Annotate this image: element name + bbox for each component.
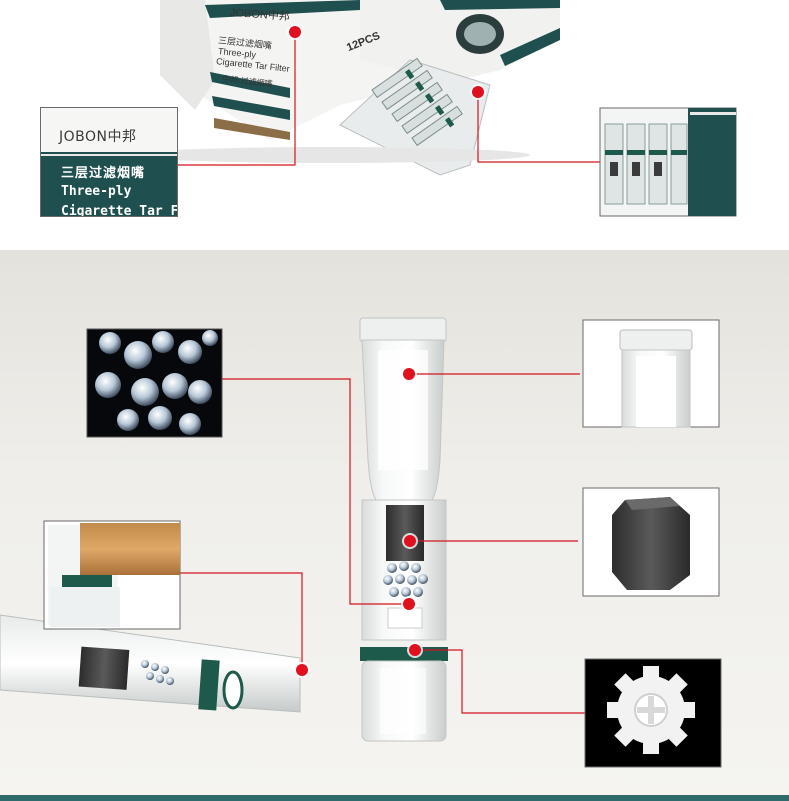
label-logo-area [41,108,177,152]
callout-dot-cigarette [296,664,308,676]
callout-dot-gear [409,644,421,656]
top-callout-lines [178,32,600,166]
vertical-filter [359,317,448,742]
activated-carbon-closeup [582,487,720,597]
callout-dot-mouthpiece [403,368,415,380]
mouth-piece-closeup [582,319,720,428]
label-chinese-name: 三层过滤烟嘴 [61,166,146,181]
glass-beads-closeup [86,328,223,438]
label-english-line1: Three-ply [61,184,132,199]
callout-dot-beads [403,598,415,610]
package-box [130,0,560,176]
label-green-band [41,152,177,216]
filter-tray-closeup [599,107,737,217]
label-english-line2: Cigarette Tar Filt [61,204,178,217]
brand-logo: JOBON中邦 [59,129,137,145]
horizontal-filter [0,614,301,713]
ceramic-gear-closeup [584,658,722,768]
bottom-accent-line [0,795,789,801]
callout-dot-tray [472,86,484,98]
cigarette-insert-closeup [43,520,181,630]
bottom-callout-lines [180,373,585,714]
label-closeup: JOBON中邦 三层过滤烟嘴 Three-ply Cigarette Tar F… [40,107,178,217]
callout-dot-carbon [404,535,416,547]
callout-dot-label [289,26,301,38]
